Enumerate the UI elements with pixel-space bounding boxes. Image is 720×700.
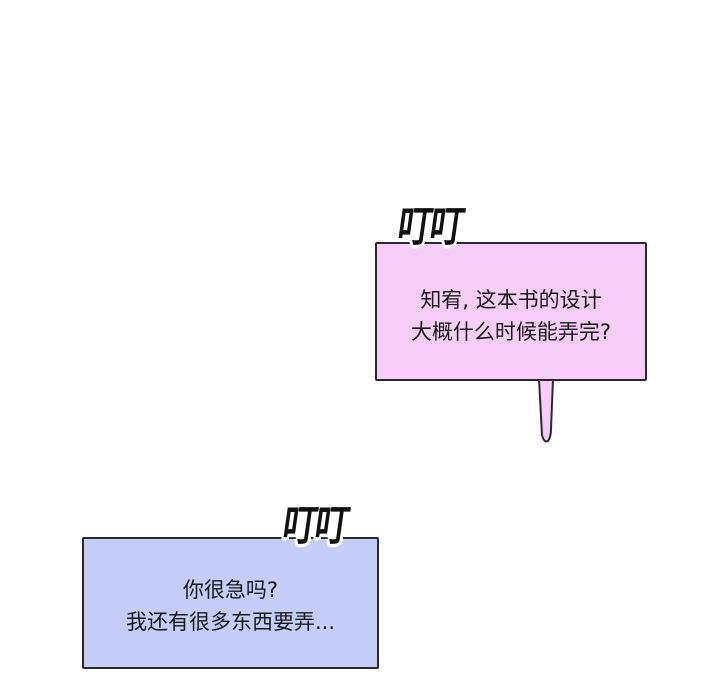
dialogue-line: 知宥, 这本书的设计 [420,287,602,312]
sound-effect-ding-ding: 叮叮 [279,501,351,551]
dialogue-line: 你很急吗? [182,578,279,602]
dialogue-line: 大概什么时候能弄完? [410,319,612,344]
speech-bubble-pink: 知宥, 这本书的设计 大概什么时候能弄完? [375,242,647,381]
speech-bubble-blue: 你很急吗? 我还有很多东西要弄... [82,537,379,669]
sound-effect-ding-ding: 叮叮 [394,202,466,252]
speech-bubble-tail [537,379,555,443]
dialogue-line: 我还有很多东西要弄... [125,610,336,634]
